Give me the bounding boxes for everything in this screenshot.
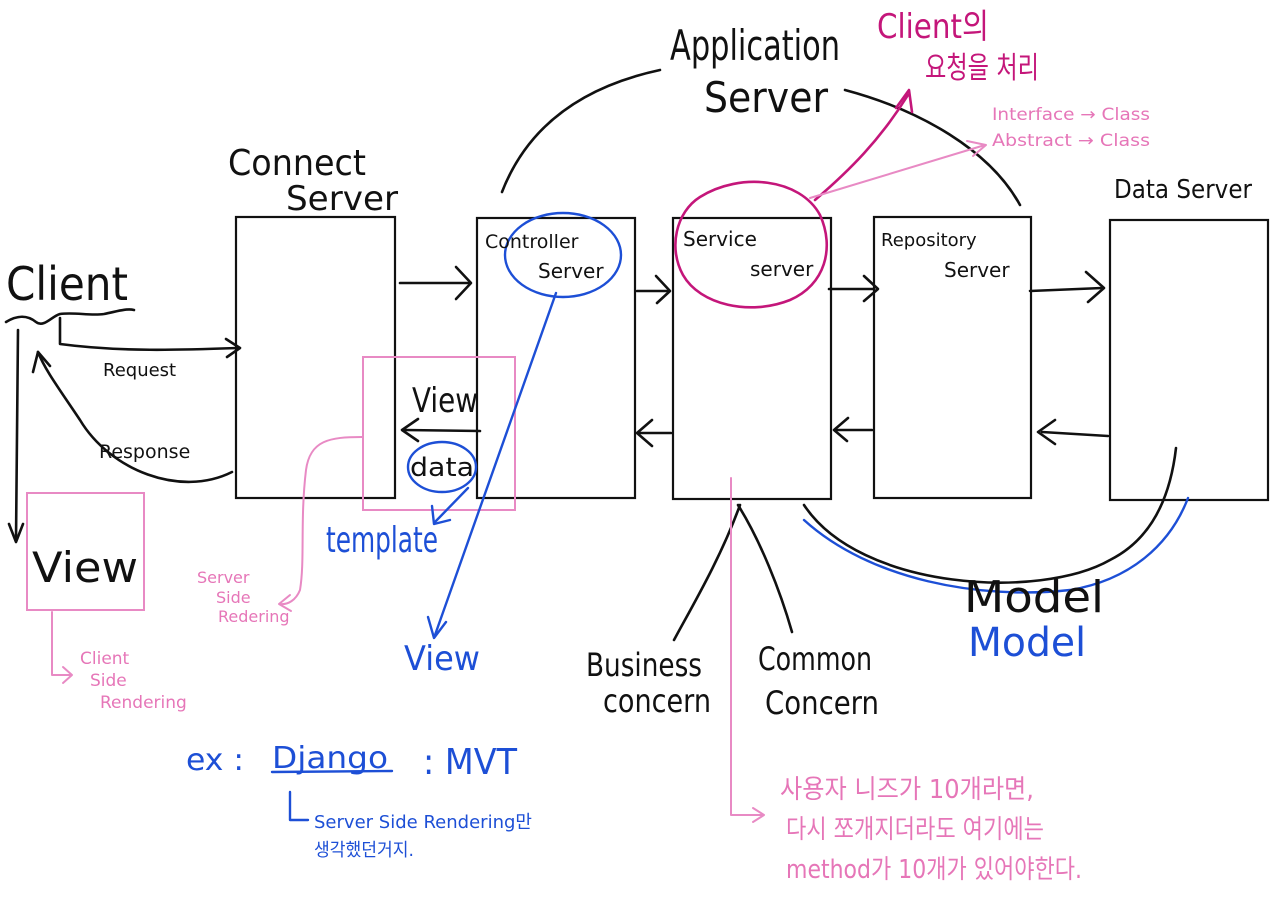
application-server-arc-left (500, 68, 662, 194)
client-arrows (4, 308, 242, 544)
request-arrow-head (224, 337, 242, 359)
controller-to-view-arrow (433, 291, 558, 637)
controller-to-view-arrow-head (426, 615, 448, 640)
business-concern-line (672, 503, 742, 642)
arrow-controller-to-view (403, 428, 482, 433)
csr-label-1: Client (80, 649, 130, 669)
arrow-service-to-controller-head (635, 418, 654, 448)
request-arrow (58, 316, 240, 352)
repository-label-2: Server (944, 258, 1010, 282)
service-to-client-request-arrow (813, 93, 910, 202)
service-to-client-request-arrow-head (894, 88, 914, 114)
client-view-label: View (32, 543, 138, 592)
controller-label-2: Server (538, 259, 604, 283)
connect-server-label-2: Server (286, 179, 398, 219)
model-arc-blue (802, 496, 1190, 594)
service-vertical-line-head (752, 807, 765, 823)
forward-arrows (398, 265, 1106, 305)
application-server-arc-right (843, 88, 1022, 207)
data-circle (406, 440, 478, 494)
service-vertical-line (730, 477, 763, 816)
django-ex-label: ex : (186, 743, 244, 778)
django-note-line-2: 생각했던거지. (314, 840, 414, 861)
template-label: template (326, 520, 438, 561)
response-arrow-head (31, 350, 52, 374)
view-box-data-label: data (410, 453, 474, 483)
common-concern-label-2: Concern (765, 684, 879, 722)
client-title: Client (6, 257, 128, 311)
django-label: Django (272, 741, 388, 776)
business-concern-label-1: Business (586, 646, 702, 684)
interface-note-1: Interface → Class (992, 105, 1150, 125)
model-label-blue: Model (968, 620, 1086, 666)
service-circle (674, 180, 828, 309)
business-concern-label-2: concern (603, 682, 711, 720)
ssr-label-1: Server (197, 568, 250, 587)
response-label: Response (99, 441, 190, 463)
data-to-template-arrow (433, 486, 470, 524)
application-server-label-2: Server (704, 73, 829, 122)
arrow-service-to-repository-head (862, 274, 880, 303)
csr-arrow-head (62, 666, 73, 684)
arrow-data-to-repository-head (1036, 418, 1057, 446)
repository-server-box (872, 215, 1033, 500)
arrow-repository-to-data-head (1084, 270, 1106, 304)
client-request-label-1: Client의 (877, 7, 989, 47)
arrow-repository-to-data (1028, 286, 1104, 293)
controller-circle (503, 211, 623, 299)
django-note-line-1: Server Side Rendering만 (314, 812, 532, 833)
connect-server-label-1: Connect (228, 143, 366, 184)
interface-note-2: Abstract → Class (992, 131, 1150, 151)
data-to-template-arrow-head (430, 504, 452, 526)
django-hook (288, 790, 310, 822)
service-to-interface-arrow (809, 144, 986, 199)
client-request-label-2: 요청을 처리 (925, 51, 1039, 86)
blue-view-label: View (404, 639, 480, 679)
client-view-box (26, 492, 145, 611)
view-data-box (362, 356, 516, 511)
request-label: Request (103, 360, 176, 381)
client-underline (4, 308, 136, 325)
korean-note-line-2: 다시 쪼개지더라도 여기에는 (786, 815, 1044, 845)
response-arrow (36, 350, 234, 484)
arrow-controller-to-service-head (654, 274, 672, 305)
data-server-box (1108, 218, 1270, 502)
csr-arrow (51, 611, 71, 676)
arrow-data-to-repository (1040, 430, 1110, 438)
model-label-black: Model (964, 572, 1104, 623)
service-label-2: server (750, 257, 814, 281)
django-underline (270, 769, 394, 774)
client-down-arrow-head (7, 522, 25, 544)
application-server-label-1: Application (670, 21, 840, 70)
ssr-label-2: Side (216, 588, 251, 607)
ssr-arrow-head (278, 594, 292, 612)
korean-note-line-3: method가 10개가 있어야한다. (786, 855, 1082, 885)
django-mvt-label: : MVT (423, 742, 518, 783)
repository-label-1: Repository (881, 230, 977, 251)
service-server-box (671, 216, 833, 501)
csr-label-3: Rendering (100, 693, 187, 713)
common-concern-label-1: Common (758, 640, 872, 678)
data-server-label: Data Server (1114, 175, 1252, 205)
korean-note-line-1: 사용자 니즈가 10개라면, (780, 775, 1034, 805)
controller-label-1: Controller (485, 231, 579, 253)
backward-arrows (400, 416, 1110, 448)
model-arc-black (802, 446, 1178, 584)
ssr-label-3: Redering (218, 607, 290, 626)
service-label-1: Service (683, 227, 757, 251)
arrow-repository-to-service-head (832, 416, 850, 443)
ssr-arrow (279, 436, 363, 606)
view-box-view-label: View (412, 381, 478, 421)
arrow-connect-to-controller-head (454, 265, 473, 301)
common-concern-line (736, 503, 794, 634)
service-to-interface-arrow-head (966, 140, 987, 157)
client-down-arrow (14, 328, 20, 542)
csr-label-2: Side (90, 671, 127, 691)
arrow-controller-to-view-head (400, 417, 420, 443)
